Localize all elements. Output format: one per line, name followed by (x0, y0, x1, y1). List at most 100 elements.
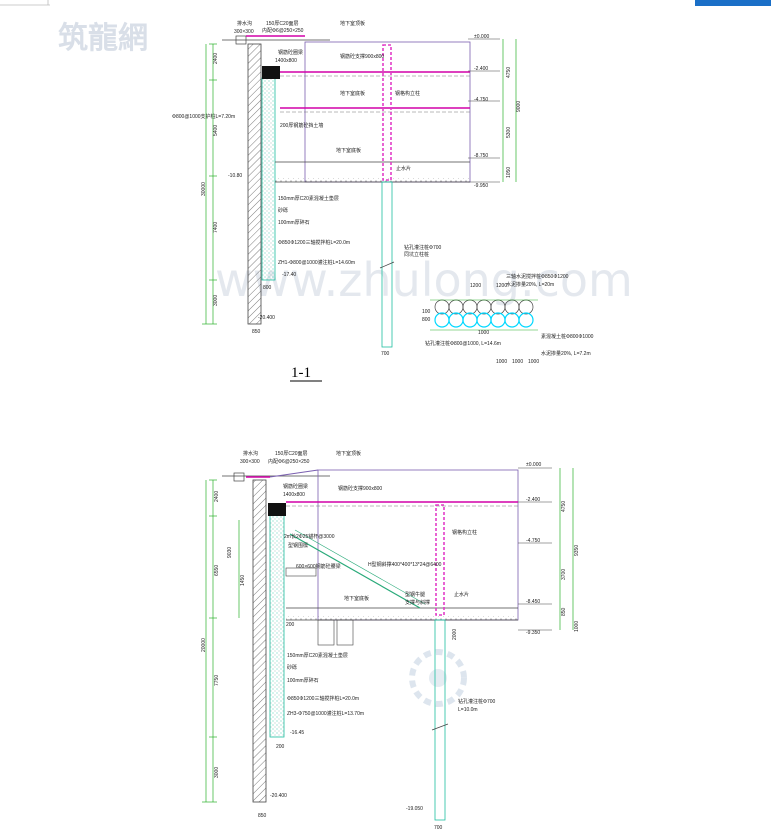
s2-dim-right-3: 850 (561, 607, 567, 616)
steel-column (382, 44, 392, 181)
s2-foot-note: 支撑与斜撑 (405, 599, 430, 606)
section-2: 排水沟 300×300 150厚C20面层 内配Φ6@250×250 地下室顶板… (201, 450, 580, 831)
s2-dim-bot-3: 200 (286, 622, 295, 628)
s2-waterstop: 止水片 (454, 591, 469, 598)
s2-drain-ditch (233, 472, 245, 482)
s2-level-6: -19.050 (406, 806, 423, 812)
crown-beam (262, 66, 280, 79)
s1-level-1: -2.400 (474, 66, 488, 72)
s1-plan-dim-bot-3: 1000 (528, 359, 539, 365)
corner-banner (695, 0, 771, 6)
s1-level-3: -8.750 (474, 153, 488, 159)
column-pile (381, 181, 393, 348)
s1-level-2: -4.750 (474, 97, 488, 103)
s2-dim-right-2: 3700 (561, 569, 567, 580)
s1-waterstop: 止水片 (396, 165, 411, 172)
s1-level-0: ±0.000 (474, 34, 489, 40)
s2-crown-beam-label: 钢筋砼圈梁 (283, 483, 308, 490)
s2-level-0: ±0.000 (526, 462, 541, 468)
s1-dim-right-3: 1050 (506, 167, 512, 178)
s2-level-5: -16.45 (290, 730, 304, 736)
s1-dim-left-2: 7400 (213, 222, 219, 233)
s1-dim-left-3: 3000 (213, 295, 219, 306)
section-title: 1-1 (291, 365, 311, 381)
s2-column-pile-len: L=10.0m (458, 707, 478, 713)
s2-bored-pile (269, 514, 285, 738)
s2-drain-ditch-size: 300×300 (240, 459, 260, 465)
s1-dim-bot-0: 800 (263, 285, 272, 291)
s1-dim-left-1: 5400 (213, 125, 219, 136)
s1-dim-right-2: 5300 (506, 127, 512, 138)
s2-beam: 600×600钢筋砼腰梁 (296, 563, 341, 570)
s1-dim-left-total: 30000 (201, 182, 207, 196)
s2-dim-bot-1: 850 (258, 813, 267, 819)
s2-cover-mesh: 内配Φ6@250×250 (268, 458, 310, 465)
s2-dim-left-3: 7750 (214, 675, 220, 686)
s2-gravel: 100mm厚碎石 (287, 677, 319, 684)
url-watermark: www.zhulong.com (215, 253, 633, 307)
s1-column-pile: 钻孔灌注桩Φ700 (404, 244, 442, 251)
s1-retaining-pile: Φ800@1000支护桩L=7.20m (172, 113, 235, 120)
s2-level-3: -8.450 (526, 599, 540, 605)
s1-cover-mesh: 内配Φ6@250×250 (262, 27, 304, 34)
s2-strut: 钢筋砼支撑900x800 (338, 485, 382, 492)
s1-bored-pile: ZH1-Φ800@1000灌注桩L=14.60m (278, 259, 355, 266)
s2-dim-misc: 2000 (452, 629, 458, 640)
s2-level-4: -9.350 (526, 630, 540, 636)
mixing-pile-wall (247, 43, 262, 325)
section-1-1: 排水沟 300×300 150厚C20面层 内配Φ6@250×250 钢筋砼圈梁… (172, 20, 594, 382)
bored-pile (261, 77, 276, 281)
s2-drain-ditch-label: 排水沟 (243, 450, 258, 457)
s1-plan-dim-top-0: 1200 (470, 283, 481, 289)
s1-bulkhead: 200厚钢筋砼挡土墙 (280, 122, 323, 129)
s1-strut: 钢筋砼支撑900x800 (340, 53, 384, 60)
s1-column: 钢格构立柱 (395, 90, 420, 97)
s2-column-pile: 钻孔灌注桩Φ700 (458, 698, 496, 705)
s1-plan-dim-bot-1: 1000 (496, 359, 507, 365)
s1-drain-ditch: 排水沟 (237, 20, 252, 27)
s1-sand: 砂砾 (278, 207, 288, 214)
s1-dim-bot-2: 700 (381, 351, 390, 357)
s2-dim-left-4: 3000 (214, 767, 220, 778)
s1-slab-bot: 地下室底板 (336, 147, 361, 154)
s2-steel-foot: 型钢牛腿 (405, 591, 425, 598)
s2-sand: 砂砾 (287, 664, 297, 671)
s1-plan-dim-side-1: 800 (422, 317, 431, 323)
s1-plan-note-5: 水泥掺量20%, L=7.2m (541, 350, 591, 357)
s2-dim-left-0: 2400 (214, 491, 220, 502)
s2-dim-inner: 9030 (227, 547, 233, 558)
s1-plan-note-2: 水泥掺量20%, L=20m (506, 281, 554, 288)
drain-ditch (235, 35, 247, 45)
s1-crown-beam-size: 1400x800 (275, 58, 297, 64)
s2-cover: 150厚C20面层 (275, 451, 308, 457)
s1-column-pile-note: 同坑立柱桩 (404, 251, 429, 258)
s2-level-7: -20.400 (270, 793, 287, 799)
s1-cover-layer: 150mm厚C20素混凝土垫层 (278, 195, 339, 202)
s1-plan-dim-top-1: 1200 (496, 283, 507, 289)
s2-dim-bot-2: 700 (434, 825, 443, 831)
s2-dim-left-1: 6550 (214, 565, 220, 576)
s1-plan-dim-side-0: 100 (422, 309, 431, 315)
snowflake-logo (409, 649, 467, 707)
s2-mixing-pile-wall (252, 479, 267, 803)
s1-plan-dim-bot-0: 1000 (478, 330, 489, 336)
s2-dim-bot-0: 200 (276, 744, 285, 750)
s1-slab-mid: 地下室底板 (340, 90, 365, 97)
s2-diagonal-strut (289, 533, 421, 609)
s1-cover: 150厚C20面层 (266, 21, 299, 27)
s2-column-pile (434, 619, 446, 821)
s2-bored-pile: ZH3-Φ750@1000灌注桩L=13.70m (287, 710, 364, 717)
s1-gravel: 100mm厚碎石 (278, 219, 310, 226)
s2-waling: 型钢围檩 (288, 542, 308, 549)
s1-level-5: -10.80 (228, 173, 242, 179)
s2-dim-right-0: 4750 (561, 501, 567, 512)
s2-column-label: 钢格构立柱 (452, 529, 477, 536)
s2-dim-left-total: 20000 (201, 638, 207, 652)
s1-plan-note-4: 素混凝土桩Φ800Φ1000 (541, 333, 594, 340)
s2-crown-beam-size: 1400x800 (283, 492, 305, 498)
s2-level-2: -4.750 (526, 538, 540, 544)
pile-plan-detail (430, 299, 538, 331)
s2-waist-beam (285, 567, 317, 577)
s2-steel-strut: H型钢斜撑400*400*13*24@6400 (368, 561, 442, 568)
